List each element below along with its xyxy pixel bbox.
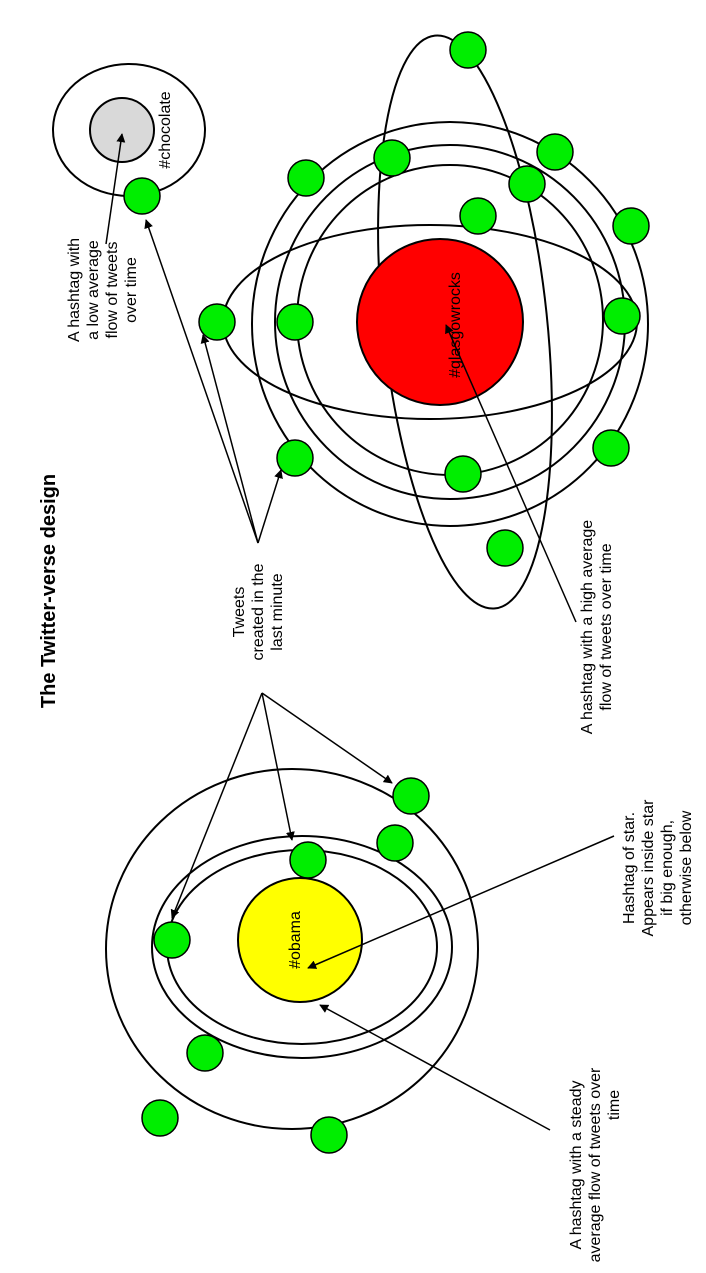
tweet-dot: [310, 1116, 348, 1154]
tweet-dot: [459, 197, 497, 235]
tweets-arrow-glasgow-2: [257, 469, 283, 544]
diagram-title: The Twitter-verse design: [38, 474, 60, 708]
obama-system: #obama: [105, 768, 479, 1154]
low-label-line4: over time: [123, 257, 140, 323]
tweets-arrow-obama-2: [261, 692, 295, 841]
tweets-arrow-obama-1: [261, 692, 393, 784]
steady-label-line3: time: [606, 1090, 623, 1120]
tweet-dot: [486, 529, 524, 567]
low-arrow: [105, 133, 126, 245]
star-label-line1: Hashtag of star.: [621, 812, 638, 924]
tweets-annotation: Tweets created in the last minute: [144, 219, 393, 919]
glasgow-hashtag-label: #glasgowrocks: [447, 272, 464, 378]
glasgow-system: #glasgowrocks: [198, 31, 650, 610]
obama-star: [237, 877, 363, 1003]
tweet-dot: [592, 429, 630, 467]
tweets-arrow-chocolate: [144, 219, 259, 544]
tweet-dot: [141, 1099, 179, 1137]
star-hashtag-annotation: Hashtag of star. Appears inside star if …: [307, 799, 695, 969]
tweet-dot: [392, 777, 430, 815]
tweet-dot: [612, 207, 650, 245]
low-label-line2: a low average: [85, 240, 102, 340]
tweets-arrow-obama-3: [170, 692, 263, 919]
tweet-dot: [287, 159, 325, 197]
low-label-line1: A hashtag with: [66, 238, 83, 342]
steady-label-line1: A hashtag with a steady: [568, 1081, 585, 1250]
obama-tweets: [141, 777, 430, 1154]
star-label-line3: if big enough,: [659, 820, 676, 916]
obama-hashtag-label: #obama: [287, 911, 304, 969]
tweet-dot: [186, 1034, 224, 1072]
steady-label-line2: average flow of tweets over: [587, 1067, 604, 1262]
high-arrow: [445, 324, 577, 623]
tweet-dot: [276, 303, 314, 341]
high-label-line2: flow of tweets over time: [598, 543, 615, 710]
tweets-arrow-glasgow-1: [200, 334, 259, 544]
tweet-dot: [198, 303, 236, 341]
high-average-annotation: A hashtag with a high average flow of tw…: [445, 324, 615, 734]
tweet-dot: [289, 841, 327, 879]
tweets-label-line1: Tweets: [231, 587, 248, 638]
glasgow-star: [356, 238, 524, 406]
star-label-line2: Appears inside star: [640, 799, 657, 937]
chocolate-system: #chocolate: [52, 63, 206, 215]
obama-orbit-2: [151, 835, 453, 1059]
tweet-dot: [276, 439, 314, 477]
low-average-annotation: A hashtag with a low average flow of twe…: [66, 133, 140, 342]
chocolate-hashtag-label: #chocolate: [157, 91, 174, 168]
tweets-label-line2: created in the: [250, 563, 267, 660]
star-arrow: [307, 835, 615, 969]
tweet-dot: [508, 165, 546, 203]
obama-orbit-3: [105, 768, 479, 1130]
chocolate-star: [89, 97, 155, 163]
steady-average-annotation: A hashtag with a steady average flow of …: [319, 1004, 623, 1262]
tweet-dot: [373, 139, 411, 177]
tweet-dot: [153, 921, 191, 959]
glasgow-tweets: [198, 31, 650, 567]
tweet-dot: [536, 133, 574, 171]
chocolate-tweet: [123, 177, 161, 215]
tweet-dot: [376, 824, 414, 862]
glasgow-orbit-3: [251, 121, 649, 527]
tweet-dot: [603, 297, 641, 335]
high-label-line1: A hashtag with a high average: [579, 520, 596, 734]
tweet-dot: [449, 31, 487, 69]
tweet-dot: [444, 455, 482, 493]
steady-arrow: [319, 1004, 551, 1131]
tweets-label-line3: last minute: [269, 573, 286, 650]
star-label-line4: otherwise below: [678, 810, 695, 925]
low-label-line3: flow of tweets: [104, 242, 121, 339]
